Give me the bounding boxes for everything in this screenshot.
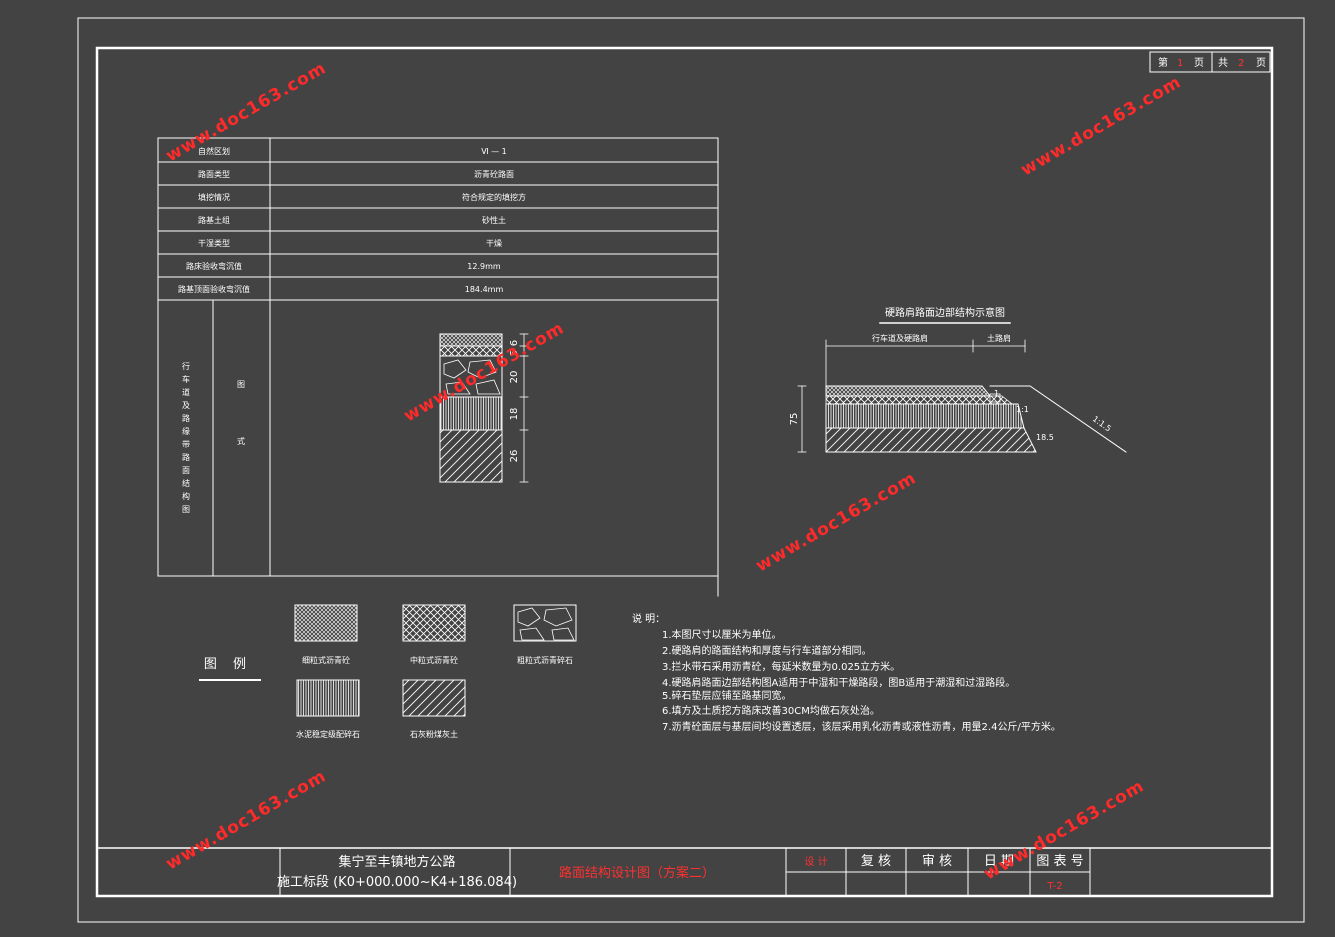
legend-swatch-coarse	[513, 604, 577, 642]
date-label: 日 期	[984, 854, 1014, 869]
small-dimension: 1	[994, 389, 999, 398]
row-label: 路面类型	[198, 169, 230, 179]
row-value: 符合规定的填挖方	[462, 192, 526, 202]
review-label: 复 核	[861, 854, 891, 869]
note-item: 3.拦水带石采用沥青砼，每延米数量为0.025立方米。	[662, 660, 900, 673]
row-value: 砂性土	[482, 215, 506, 225]
project-section: 施工标段 (K0+000.000~K4+186.084)	[277, 875, 517, 890]
legend-item-label: 细粒式沥青砼	[302, 655, 350, 665]
shoulder-left-label: 行车道及硬路肩	[872, 333, 928, 343]
page-label-prefix: 第	[1158, 56, 1168, 69]
slope-label: 18.5	[1036, 433, 1054, 442]
note-item: 2.硬路肩的路面结构和厚度与行车道部分相同。	[662, 644, 872, 657]
notes: 说 明： 1.本图尺寸以厘米为单位。 2.硬路肩的路面结构和厚度与行车道部分相同…	[632, 612, 1061, 733]
shoulder-right-label: 土路肩	[987, 333, 1011, 343]
legend-swatch-fine	[294, 604, 358, 642]
row-label: 路基顶面验收弯沉值	[178, 284, 250, 294]
page-current: 1	[1177, 58, 1183, 69]
thickness-label: 18	[509, 408, 520, 421]
check-label: 审 核	[922, 854, 952, 869]
page-counter: 第 1 页 共 2 页	[1149, 51, 1271, 73]
thickness-label: 6	[509, 340, 520, 346]
watermark-text: www.doc163.com	[753, 468, 920, 576]
watermark-text: www.doc163.com	[163, 766, 330, 874]
sheet-label: 图 表 号	[1036, 854, 1083, 869]
layer-cement-stabilized	[439, 396, 503, 431]
shoulder-title: 硬路肩路面边部结构示意图	[885, 306, 1005, 319]
note-item: 5.碎石垫层应铺至路基同宽。	[662, 689, 792, 702]
row-label: 路床验收弯沉值	[186, 261, 242, 271]
sheet-number: T-2	[1046, 881, 1062, 892]
pavement-layer-column: 6 5 20 18 26	[439, 333, 529, 483]
note-item: 4.硬路肩路面边部结构图A适用于中湿和干燥路段，图B适用于潮湿和过湿路段。	[662, 676, 1015, 689]
inner-border	[95, 46, 1274, 898]
row-label: 自然区划	[198, 146, 230, 156]
page-total: 2	[1238, 58, 1244, 69]
total-label-prefix: 共	[1218, 57, 1228, 69]
legend-swatch-lime	[402, 679, 466, 717]
note-item: 1.本图尺寸以厘米为单位。	[662, 628, 782, 641]
note-item: 7.沥青砼面层与基层间均设置透层，该层采用乳化沥青或液性沥青，用量2.4公斤/平…	[662, 720, 1061, 733]
row-value: 184.4mm	[465, 285, 504, 294]
row-label: 填挖情况	[198, 192, 230, 202]
watermark-text: www.doc163.com	[1018, 72, 1185, 180]
thickness-label: 26	[509, 450, 520, 463]
pattern-label: 图	[237, 380, 245, 389]
design-label: 设 计	[804, 855, 827, 868]
legend-title: 图 例	[204, 657, 252, 672]
legend: 图 例 细粒式沥青砼 中粒式沥青砼 粗粒式沥青碎石 水泥稳定级配碎石 石灰粉煤灰…	[199, 604, 577, 739]
project-name: 集宁至丰镇地方公路	[338, 854, 455, 870]
legend-item-label: 石灰粉煤灰土	[410, 729, 458, 739]
layer-fine-asphalt	[439, 333, 503, 347]
shoulder-diagram: 硬路肩路面边部结构示意图 行车道及硬路肩 土路肩 75 1 1:1 1:1.5 …	[789, 306, 1127, 453]
layer-medium-asphalt	[439, 345, 503, 357]
watermarks: www.doc163.com www.doc163.com www.doc163…	[163, 58, 1185, 884]
total-label-suffix: 页	[1256, 57, 1266, 69]
row-value: Ⅵ — 1	[481, 147, 507, 156]
row-label: 干湿类型	[198, 238, 230, 248]
title-block: 集宁至丰镇地方公路 施工标段 (K0+000.000~K4+186.084) 路…	[96, 847, 1273, 897]
drawing-title: 路面结构设计图（方案二）	[559, 865, 715, 881]
slope-label: 1:1	[1016, 405, 1029, 414]
row-value: 12.9mm	[467, 262, 501, 271]
legend-item-label: 中粒式沥青砼	[410, 655, 458, 665]
row-value: 干燥	[486, 239, 502, 248]
spec-table: 自然区划 Ⅵ — 1 路面类型 沥青砼路面 填挖情况 符合规定的填挖方 路基土组…	[157, 137, 719, 597]
legend-swatch-medium	[402, 604, 466, 642]
layer-lime-flyash	[439, 429, 503, 483]
page-label-mid: 页	[1194, 57, 1204, 69]
pattern-label: 式	[237, 436, 245, 446]
notes-title: 说 明：	[632, 612, 665, 625]
legend-item-label: 粗粒式沥青碎石	[517, 655, 573, 665]
row-label: 路基土组	[198, 215, 230, 225]
legend-swatch-cement	[296, 679, 360, 717]
outer-border	[77, 17, 1305, 923]
legend-item-label: 水泥稳定级配碎石	[296, 729, 360, 739]
section-label: 行车道及路缘带路面结构图	[182, 361, 191, 518]
watermark-text: www.doc163.com	[163, 58, 330, 166]
thickness-label: 5	[509, 350, 520, 356]
height-dimension: 75	[789, 413, 800, 426]
row-value: 沥青砼路面	[474, 169, 514, 179]
thickness-label: 20	[509, 371, 520, 384]
note-item: 6.填方及土质挖方路床改善30CM均做石灰处治。	[662, 704, 880, 717]
